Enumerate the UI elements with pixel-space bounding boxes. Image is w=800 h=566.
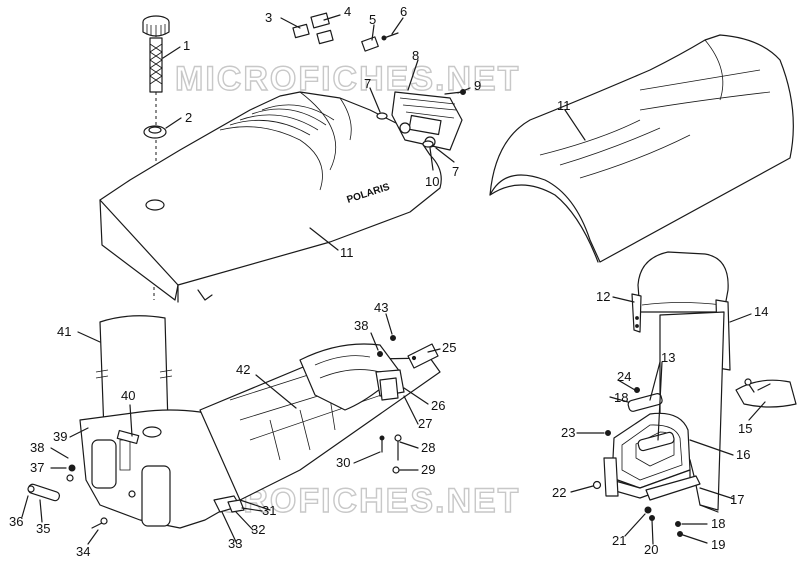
callout-39: 39 [53,429,67,444]
callout-11-seat: 11 [340,245,354,260]
callout-27: 27 [418,416,432,431]
callout-38-lower: 38 [30,440,44,455]
fastener-7 [376,112,434,148]
callout-7-lower: 7 [452,164,459,179]
callout-30: 30 [336,455,350,470]
callout-13: 13 [661,350,675,365]
callout-1: 1 [183,38,190,53]
callout-43: 43 [374,300,388,315]
bracket-31-33 [213,495,271,513]
callout-40: 40 [121,388,135,403]
callout-19: 19 [711,537,725,552]
callout-2: 2 [185,110,192,125]
grommet [143,125,167,139]
callout-7-upper: 7 [364,76,371,91]
callout-37: 37 [30,460,44,475]
rivet-pad-3 [292,23,310,39]
bolt-23 [605,430,611,436]
backrest-bracket [603,412,701,501]
callout-17: 17 [730,492,744,507]
callout-29: 29 [421,462,435,477]
screw-6 [381,32,399,41]
callout-32: 32 [251,522,265,537]
callout-18-upper: 18 [614,390,628,405]
pad-13 [627,393,675,452]
callout-9: 9 [474,78,481,93]
nut-18-19 [675,521,683,537]
callout-24: 24 [617,369,631,384]
seat-cover [489,34,794,263]
callout-6: 6 [400,4,407,19]
washer-38-upper [377,351,383,357]
callout-5: 5 [369,12,376,27]
callout-4: 4 [344,4,351,19]
callout-25: 25 [442,340,456,355]
callout-38-upper: 38 [354,318,368,333]
callout-42: 42 [236,362,250,377]
callout-21: 21 [612,533,626,548]
callout-35: 35 [36,521,50,536]
callout-16: 16 [736,447,750,462]
callout-10: 10 [425,174,439,189]
callout-23: 23 [561,425,575,440]
callout-34: 34 [76,544,90,559]
callout-22: 22 [552,485,566,500]
callout-41: 41 [57,324,71,339]
clamp-36 [27,485,35,493]
callout-28: 28 [421,440,435,455]
seat-assembly: POLARIS [99,91,442,303]
callout-26: 26 [431,398,445,413]
washer-37-38 [66,464,76,482]
screw-34 [91,517,108,529]
watermark-top: MICROFICHES.NET [175,60,520,98]
callout-14: 14 [754,304,768,319]
backrest [631,251,731,513]
screw-28-29 [392,434,402,474]
latch-25 [407,343,439,369]
callout-3: 3 [265,10,272,25]
handle-15 [735,378,797,408]
bolt-43 [390,335,396,341]
bolt-22 [592,480,602,490]
fuel-cap [142,15,170,93]
callout-36: 36 [9,514,23,529]
pin-30 [379,435,385,453]
leader-lines [21,14,766,545]
clip-5 [361,36,379,52]
nut-21 [644,506,655,521]
callout-18-lower: 18 [711,516,725,531]
callout-15: 15 [738,421,752,436]
callout-8: 8 [412,48,419,63]
callout-33: 33 [228,536,242,551]
taillight-bracket [391,91,463,151]
callout-11-cover: 11 [557,98,571,113]
callout-labels: 1 2 3 4 5 6 7 8 9 10 7 11 11 12 14 13 24… [9,4,768,559]
callout-31: 31 [262,503,276,518]
callout-12: 12 [596,289,610,304]
callout-20: 20 [644,542,658,557]
